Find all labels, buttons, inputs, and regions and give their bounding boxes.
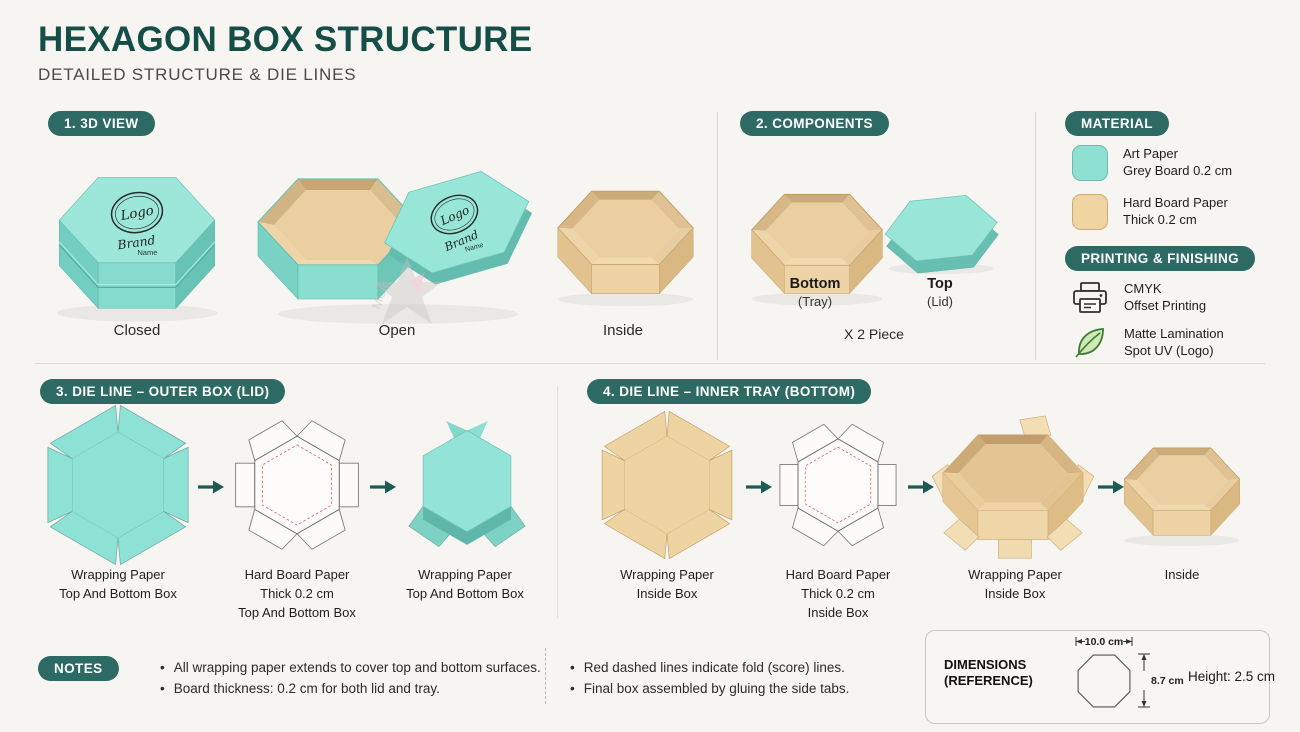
note-item: Board thickness: 0.2 cm for both lid and…	[160, 681, 440, 696]
svg-text:Logo: Logo	[119, 204, 155, 225]
svg-text:8.7 cm: 8.7 cm	[1151, 675, 1184, 687]
leaf-icon	[1075, 328, 1104, 358]
component-lid-illustration	[884, 195, 999, 275]
dimension-height-label: Height: 2.5 cm	[1188, 669, 1276, 684]
caption-outer-step2: Hard Board Paper Thick 0.2 cm Top And Bo…	[238, 567, 356, 620]
wrapped-tray-illustration	[931, 415, 1095, 559]
printing-list: CMYK Offset Printing Matte Lamination Sp…	[1070, 280, 1224, 361]
divider-vertical-1	[717, 112, 718, 360]
component-tray-illustration	[751, 193, 883, 306]
fold-line-dashed	[261, 444, 333, 526]
material-line1: Hard Board Paper	[1123, 195, 1228, 211]
page-subtitle: DETAILED STRUCTURE & DIE LINES	[38, 65, 357, 84]
material-line2: Thick 0.2 cm	[1123, 212, 1197, 227]
svg-text:Name: Name	[137, 248, 157, 257]
printer-icon	[1073, 282, 1107, 313]
divider-vertical-3	[557, 386, 558, 618]
open-box-illustration: Logo Brand Name	[257, 171, 533, 324]
fold-line-dashed	[804, 446, 872, 524]
printing-line2: Spot UV (Logo)	[1124, 343, 1214, 358]
caption-inner-step2: Hard Board Paper Thick 0.2 cm Inside Box	[785, 567, 891, 620]
caption-outer-step3: Wrapping Paper Top And Bottom Box	[406, 567, 524, 601]
section-badge-printing: PRINTING & FINISHING	[1065, 246, 1256, 271]
component-count: X 2 Piece	[844, 326, 904, 342]
dieline-board-illustration	[235, 420, 359, 550]
section-badge-dieline-outer: 3. DIE LINE – OUTER BOX (LID)	[40, 379, 286, 404]
material-line2: Grey Board 0.2 cm	[1123, 163, 1233, 178]
note-item: Final box assembled by gluing the side t…	[570, 681, 850, 696]
section-badge-material: MATERIAL	[1065, 111, 1169, 136]
component-bottom-name: Bottom	[789, 276, 841, 292]
wrap-folded-teal-illustration	[408, 421, 526, 548]
dimension-diagram: 10.0 cm 8.7 cm	[1075, 636, 1184, 708]
tan-swatch-icon	[1072, 194, 1108, 230]
component-top-name: Top	[927, 276, 953, 292]
section-badge-components: 2. COMPONENTS	[740, 111, 889, 136]
inside-tray-illustration	[557, 190, 694, 307]
printing-line2: Offset Printing	[1124, 298, 1207, 313]
teal-swatch-icon	[1072, 145, 1108, 181]
label-closed: Closed	[113, 322, 161, 339]
label-inside: Inside	[602, 322, 644, 339]
wrap-diecut-tan-illustration	[601, 411, 733, 559]
arrow-right-icon	[908, 480, 934, 494]
component-top-sub: (Lid)	[926, 294, 954, 309]
material-list: Art Paper Grey Board 0.2 cm Hard Board P…	[1072, 145, 1232, 230]
divider-horizontal	[35, 363, 1265, 364]
caption-inner-step4: Inside	[1164, 567, 1200, 582]
closed-box-illustration: Logo Brand Name	[56, 177, 218, 322]
material-item-art-paper: Art Paper Grey Board 0.2 cm	[1072, 145, 1232, 181]
caption-outer-step1: Wrapping Paper Top And Bottom Box	[59, 567, 177, 601]
caption-inner-step3: Wrapping Paper Inside Box	[968, 567, 1062, 601]
wrap-diecut-teal-illustration	[47, 405, 189, 565]
dieline-board-illustration	[779, 423, 897, 547]
section-badge-3d-view: 1. 3D VIEW	[48, 111, 155, 136]
printing-item-lamination: Matte Lamination Spot UV (Logo)	[1070, 325, 1224, 361]
printing-line1: Matte Lamination	[1124, 326, 1224, 342]
caption-inner-step1: Wrapping Paper Inside Box	[620, 567, 714, 601]
printing-line1: CMYK	[1124, 281, 1162, 297]
arrow-right-icon	[746, 480, 772, 494]
divider-vertical-2	[1035, 112, 1036, 360]
notes-badge: NOTES	[38, 656, 119, 681]
note-item: All wrapping paper extends to cover top …	[160, 660, 541, 675]
printing-item-cmyk: CMYK Offset Printing	[1070, 280, 1224, 316]
arrow-right-icon	[370, 480, 396, 494]
logo-stamp-icon: Logo Brand Name	[110, 191, 164, 257]
svg-text:Brand: Brand	[116, 233, 157, 252]
page-title: HEXAGON BOX STRUCTURE	[38, 20, 533, 59]
arrow-right-icon	[198, 480, 224, 494]
watermark: MOD	[369, 257, 442, 324]
svg-text:10.0 cm: 10.0 cm	[1085, 636, 1124, 648]
divider-notes-dashed	[545, 648, 546, 704]
dimensions-title: DIMENSIONS (REFERENCE)	[944, 657, 1033, 689]
svg-text:Name: Name	[464, 242, 484, 254]
component-bottom-sub: (Tray)	[797, 294, 833, 309]
note-item: Red dashed lines indicate fold (score) l…	[570, 660, 845, 675]
dimensions-panel: DIMENSIONS (REFERENCE) 10.0 cm 8.7 cm He…	[925, 630, 1275, 724]
section-badge-dieline-inner: 4. DIE LINE – INNER TRAY (BOTTOM)	[587, 379, 872, 404]
arrow-right-icon	[1098, 480, 1124, 494]
inside-tray-illustration	[1123, 447, 1241, 547]
material-line1: Art Paper	[1123, 146, 1178, 162]
label-open: Open	[378, 322, 416, 339]
material-item-hard-board: Hard Board Paper Thick 0.2 cm	[1072, 194, 1232, 230]
